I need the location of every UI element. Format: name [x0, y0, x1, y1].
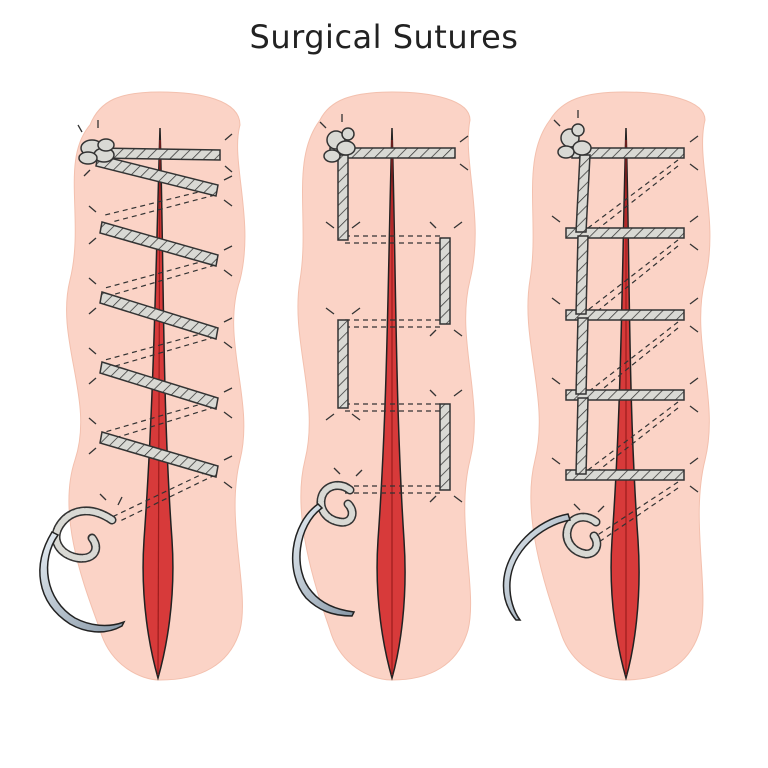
- wound-incision: [142, 127, 174, 681]
- stitch-threads: [565, 147, 685, 481]
- wound-incision: [376, 127, 406, 681]
- knot: [78, 138, 115, 165]
- tension-marks: [319, 114, 469, 503]
- panel-continuous-running: [39, 91, 246, 681]
- curved-needle: [502, 513, 571, 621]
- hidden-thread: [345, 235, 442, 494]
- tension-marks: [77, 120, 233, 506]
- tension-marks: [551, 110, 699, 513]
- knot: [323, 127, 356, 163]
- skin-patch: [527, 91, 711, 681]
- knot: [557, 123, 592, 159]
- panel-continuous-locking: [502, 91, 711, 681]
- diagram-title: Surgical Sutures: [249, 18, 519, 56]
- hidden-thread: [104, 187, 216, 523]
- wound-incision: [610, 127, 640, 681]
- curved-needle: [292, 503, 356, 617]
- curved-needle: [39, 531, 126, 633]
- hidden-thread: [587, 159, 679, 545]
- panel-horizontal-mattress: [292, 91, 476, 681]
